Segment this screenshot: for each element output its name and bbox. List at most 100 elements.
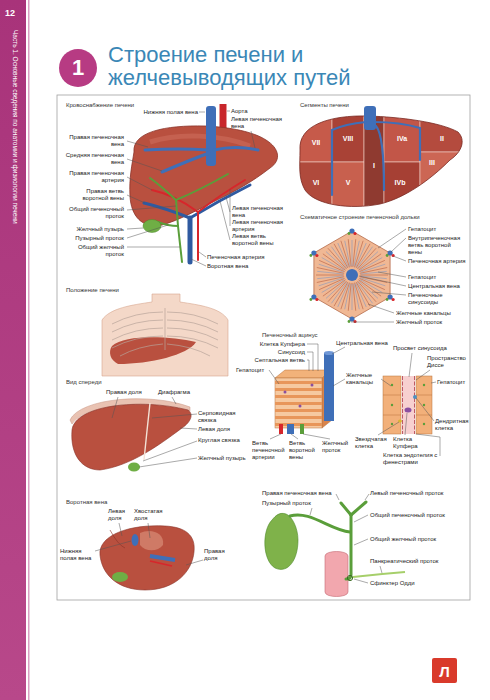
acinus-block	[275, 351, 334, 434]
leader-lines-part	[127, 228, 143, 229]
blood-supply-liver-part-part	[214, 148, 258, 151]
lobule-scheme-part	[319, 278, 344, 286]
leader-lines-part	[95, 541, 131, 551]
biliary-tree-part-part	[290, 515, 350, 532]
biliary-tree-part	[353, 572, 405, 577]
part-label: Круглая связка	[198, 437, 246, 444]
leader-lines-part	[380, 566, 382, 573]
leader-lines-part	[112, 397, 118, 418]
lobule-scheme-part	[352, 240, 353, 266]
blood-supply-liver-part-part	[178, 226, 182, 262]
lobule-scheme-part	[338, 243, 349, 267]
lobule-scheme-part	[348, 239, 351, 267]
lobule-scheme-part	[392, 298, 395, 301]
leader-lines-part	[381, 379, 391, 386]
leader-lines-part	[119, 523, 122, 536]
part-label: Пузырный проток	[64, 235, 124, 242]
sinusoid-detail-part-part	[383, 415, 401, 416]
lobule-scheme-part	[326, 252, 345, 269]
sinusoid-detail-part-part	[391, 384, 393, 386]
part-label: Гепатоцит	[437, 379, 465, 386]
lobule-scheme-part	[309, 254, 312, 257]
leader-lines-part	[199, 112, 205, 113]
sinusoid-detail-part-part	[423, 384, 425, 386]
lobule-scheme-part	[357, 281, 376, 302]
leader-lines-part	[336, 494, 339, 500]
torso-figure-part-part	[167, 328, 218, 340]
acinus-block-part-part	[299, 405, 302, 408]
leader-lines-part	[291, 434, 298, 439]
lobule-scheme-part	[358, 254, 381, 270]
part-label: Общий печеночный проток	[64, 206, 124, 220]
part-label: Сфинктер Одди	[370, 580, 415, 587]
leader-lines-part	[378, 229, 406, 248]
part-label: Дендритная клетка	[435, 418, 469, 432]
part-label: Печеночная артерия	[207, 254, 265, 261]
leader-lines-part	[172, 397, 176, 404]
part-label: Правая доля	[106, 389, 142, 396]
page-title: Строение печени и желчевыводящих путей	[108, 43, 408, 89]
part-label: Гепатоцит	[408, 274, 436, 281]
lobule-scheme-part	[317, 276, 343, 279]
lobule-scheme-part	[316, 275, 344, 276]
part-label: Воротная вена	[207, 263, 248, 270]
leader-lines-part	[230, 189, 231, 226]
segment-liver-part-part	[376, 126, 384, 190]
lobule-scheme-part	[348, 320, 351, 323]
section-heading: Схематичное строение печеночной дольки	[300, 214, 420, 221]
acinus-block-part	[275, 378, 322, 428]
biliary-tree-part	[325, 552, 348, 597]
blood-supply-liver-part	[150, 136, 250, 146]
part-label: Гепатоцит	[236, 367, 264, 374]
part-label: Правая печеночная вена	[64, 134, 124, 148]
segment-number: V	[346, 179, 351, 186]
torso-figure-part-part	[167, 320, 218, 332]
part-label: Ветвь печеночной артерии	[252, 440, 288, 461]
part-label: Левая доля	[108, 508, 130, 522]
leader-lines-part	[351, 322, 394, 323]
lobule-scheme-part	[315, 254, 318, 257]
lobule-scheme-part	[314, 231, 390, 319]
leader-lines-part	[365, 494, 369, 500]
acinus-block-part-part	[275, 388, 322, 391]
lobule-scheme-part	[353, 320, 356, 323]
sinusoid-detail-part	[402, 376, 415, 434]
leader-lines-part	[307, 344, 318, 371]
lobule-scheme-part	[323, 280, 346, 296]
segment-number: IVb	[395, 179, 406, 186]
lobule-scheme-part	[338, 283, 349, 307]
leader-lines-part	[152, 414, 197, 418]
leader-lines-part	[416, 398, 434, 421]
part-label: Желчный проток	[322, 440, 352, 454]
segment-liver-part-part	[420, 152, 466, 212]
leader-lines-part	[251, 131, 255, 148]
acinus-block-part-part	[284, 391, 287, 394]
leader-lines-part	[310, 508, 312, 515]
part-label: Желчный проток	[396, 319, 442, 326]
part-label: Правая ветвь воротной вены	[64, 188, 124, 202]
part-label: Клетка эндотелия с фенестрами	[383, 452, 439, 466]
part-label: Левая доля	[198, 426, 230, 433]
part-label: Центральная вена	[408, 283, 460, 290]
lobule-scheme-part	[331, 247, 346, 268]
acinus-block-part	[287, 424, 294, 434]
blood-supply-liver-part-part	[188, 218, 193, 262]
leader-lines-part	[372, 292, 406, 295]
part-label: Нижняя полая вена	[60, 548, 94, 562]
torso-figure-part	[110, 337, 196, 364]
lobule-scheme-part	[359, 260, 385, 271]
front-view-liver	[70, 399, 191, 472]
sinusoid-detail-part	[391, 384, 425, 425]
lobule-scheme-part	[353, 283, 356, 311]
part-label: Серповидная связка	[198, 410, 246, 424]
lobule-scheme-part	[345, 241, 350, 266]
biliary-tree-part	[265, 513, 298, 569]
node-text-box: 1	[72, 57, 84, 79]
lobule-scheme-part	[319, 278, 345, 289]
part-label: Центральная вена	[336, 340, 388, 347]
lobule-scheme-part	[341, 241, 350, 268]
lobule-scheme-part	[354, 284, 359, 309]
section-number-badge: 1	[59, 49, 97, 87]
acinus-block-part-part	[275, 409, 322, 412]
